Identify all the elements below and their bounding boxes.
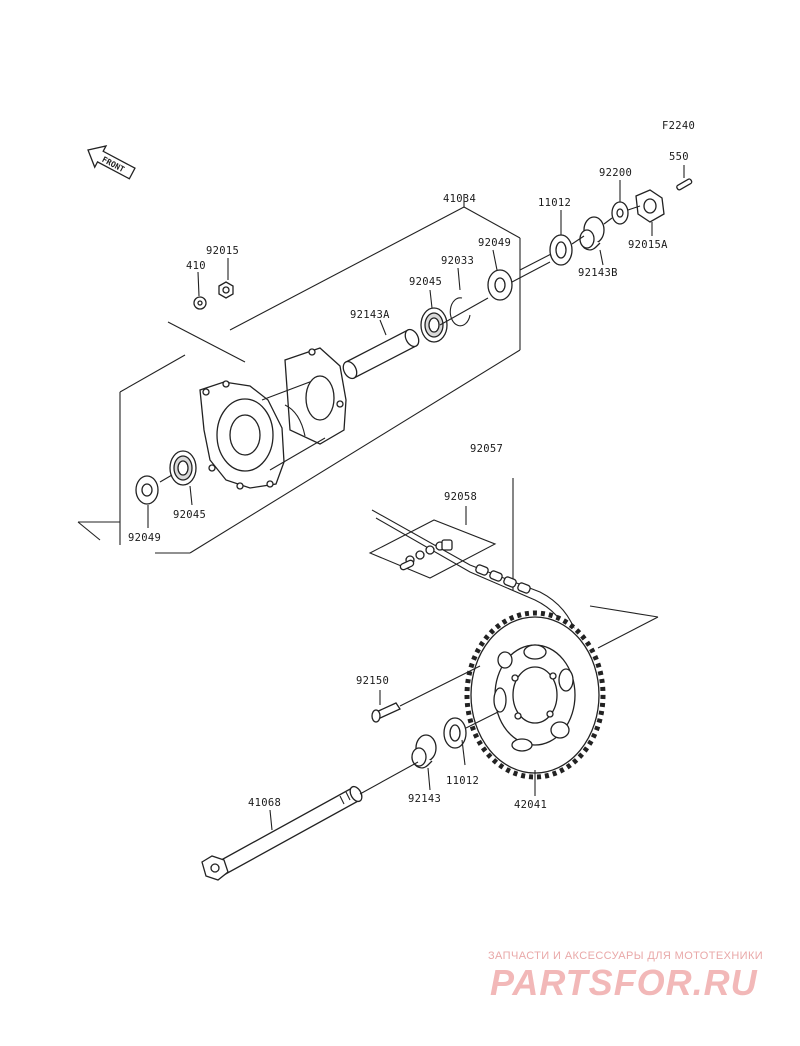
label-92045-top: 92045 [409,276,442,288]
oil-seal-11012-bottom [443,711,499,766]
label-92143B: 92143B [578,267,618,279]
axle-41068 [201,761,419,881]
oil-seal-92049-bottom [135,475,159,528]
label-410: 410 [186,260,206,272]
hub-assembly-bracket [77,194,521,554]
label-92058: 92058 [444,491,477,503]
collar-92143B [579,216,605,266]
label-550: 550 [669,151,689,163]
label-92049-bottom: 92049 [128,532,161,544]
watermark-tagline: ЗАПЧАСТИ И АКСЕССУАРЫ ДЛЯ МОТОТЕХНИКИ [488,950,764,962]
bearing-92045-bottom [169,450,197,506]
label-42041: 42041 [514,799,547,811]
label-11012-top: 11012 [538,197,571,209]
collar-92143 [411,734,437,791]
oil-seal-11012-top [549,210,573,266]
circlip-92033 [449,267,471,327]
master-link-92058 [368,519,497,579]
watermark-brand: PARTSFOR.RU [490,962,758,1003]
label-41034: 41034 [443,193,476,205]
washer-92200 [611,180,629,225]
nut-92015A [635,189,665,236]
label-92143: 92143 [408,793,441,805]
label-92015: 92015 [206,245,239,257]
label-92057: 92057 [470,443,503,455]
label-41068: 41068 [248,797,281,809]
rear-hub-41034 [199,347,347,490]
label-92143A: 92143A [350,309,390,321]
cotter-pin-550 [676,165,693,191]
label-11012-bottom: 11012 [446,775,479,787]
washer-410 [193,271,207,310]
sprocket-42041 [464,610,606,796]
spacer-92143A [342,319,420,380]
oil-seal-92049-top [487,249,513,301]
bolt-92150 [371,665,481,723]
nut-92015 [218,258,234,299]
label-92049-top: 92049 [478,237,511,249]
label-92015A: 92015A [628,239,668,251]
label-92150: 92150 [356,675,389,687]
front-arrow-icon: FRONT [87,145,136,180]
label-92045-bottom: 92045 [173,509,206,521]
bearing-92045-top [420,289,448,343]
diagram-code: F2240 [662,120,695,132]
label-92033: 92033 [441,255,474,267]
label-92200: 92200 [599,167,632,179]
